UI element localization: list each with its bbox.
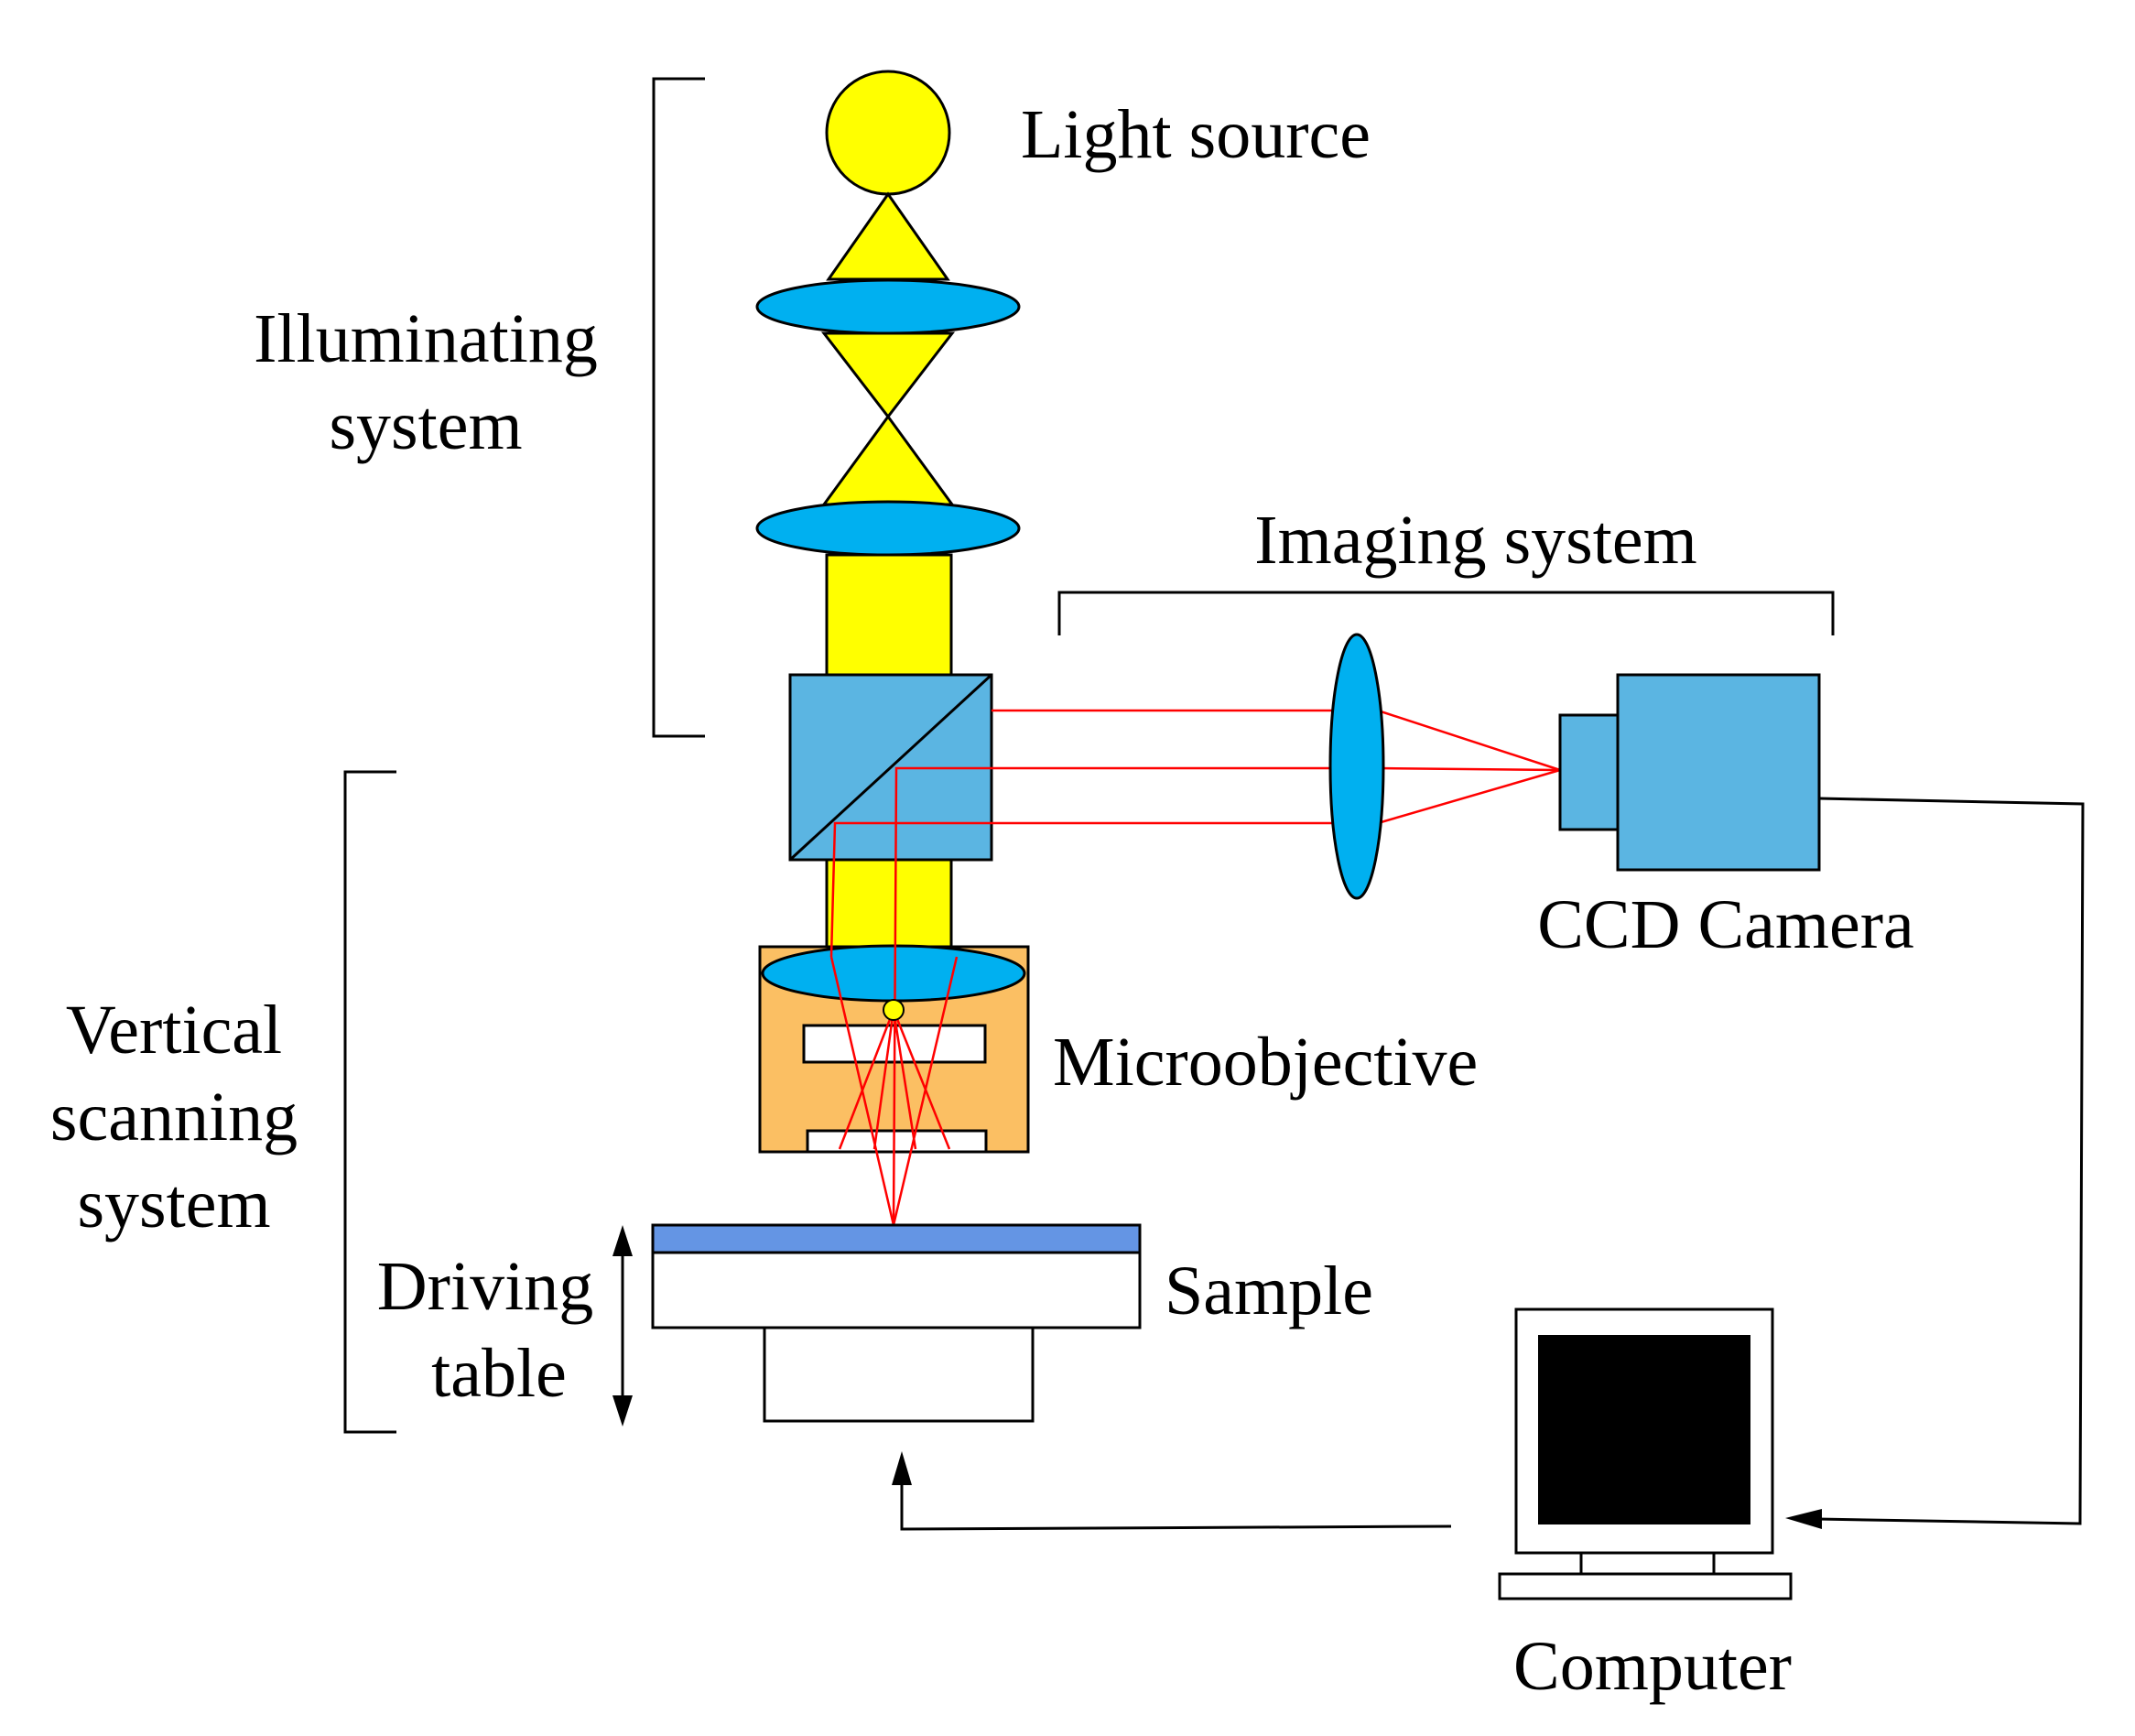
label-driving-line2: table xyxy=(431,1335,567,1412)
label-imaging-system: Imaging system xyxy=(1254,502,1696,579)
label-vertical-line2: scanning xyxy=(50,1079,298,1156)
label-sample: Sample xyxy=(1165,1253,1373,1329)
ray-obj-3 xyxy=(838,1009,895,1150)
ray-converge-3 xyxy=(1377,768,1561,825)
ray-obj-6 xyxy=(892,1009,951,1150)
monitor-stand xyxy=(1579,1551,1716,1576)
ray-obj-4 xyxy=(872,1009,895,1150)
light-cone-upper xyxy=(826,191,950,281)
ccd-camera-lens-mount xyxy=(1558,713,1620,831)
light-cone-middle-bottom xyxy=(821,414,955,506)
label-illuminating-line2: system xyxy=(329,387,522,464)
ccd-camera xyxy=(1558,673,1821,872)
camera-to-computer-arrowhead xyxy=(1785,1509,1822,1529)
label-vertical-line1: Vertical xyxy=(66,992,282,1069)
vertical-motion-arrow xyxy=(612,1225,633,1427)
illuminating-bracket xyxy=(652,77,705,738)
signal-connections xyxy=(892,797,2085,1531)
label-vertical-line3: system xyxy=(77,1166,270,1242)
sample-stage xyxy=(651,1223,1142,1423)
splitter-plate xyxy=(806,1129,988,1154)
label-computer: Computer xyxy=(1513,1628,1792,1705)
focal-point xyxy=(883,999,905,1021)
computer-to-table-arrowhead xyxy=(892,1451,912,1485)
light-beam-upper xyxy=(825,553,953,677)
monitor-screen xyxy=(1538,1335,1750,1524)
imaging-bracket xyxy=(1057,591,1835,635)
text-labels: Light source Illuminating system Imaging… xyxy=(50,96,1914,1705)
label-ccd-camera: CCD Camera xyxy=(1537,886,1914,963)
camera-to-computer-line xyxy=(1816,797,2085,1525)
illuminating-system xyxy=(755,70,1021,677)
ccd-camera-body xyxy=(1616,673,1821,872)
sample-base xyxy=(651,1251,1142,1329)
condenser-lens-2 xyxy=(755,500,1021,557)
light-cone-middle-top xyxy=(820,331,956,419)
light-beam-lower xyxy=(825,858,953,949)
driving-table-block xyxy=(763,1326,1035,1423)
label-microobjective: Microobjective xyxy=(1053,1024,1478,1101)
objective-lens xyxy=(761,944,1026,1003)
beam-splitter-diagonal xyxy=(788,673,993,862)
monitor-base xyxy=(1498,1572,1793,1600)
vertical-scanning-bracket xyxy=(343,770,396,1434)
light-rays xyxy=(829,709,1561,1226)
brackets xyxy=(343,77,1835,1434)
condenser-lens-1 xyxy=(755,278,1021,335)
imaging-lens xyxy=(1328,633,1385,900)
ray-converge-1 xyxy=(1377,709,1561,772)
ray-obj-5 xyxy=(892,1009,917,1150)
label-driving-line1: Driving xyxy=(377,1248,593,1325)
label-light-source: Light source xyxy=(1021,96,1371,173)
ray-2 xyxy=(892,766,1335,1226)
ray-converge-2 xyxy=(1377,766,1561,772)
computer-to-table-line xyxy=(900,1483,1452,1531)
computer xyxy=(1498,1307,1793,1600)
label-illuminating-line1: Illuminating xyxy=(254,300,598,377)
ray-3 xyxy=(829,821,1335,958)
sample-layer xyxy=(651,1223,1142,1254)
light-source-lamp xyxy=(825,70,951,196)
